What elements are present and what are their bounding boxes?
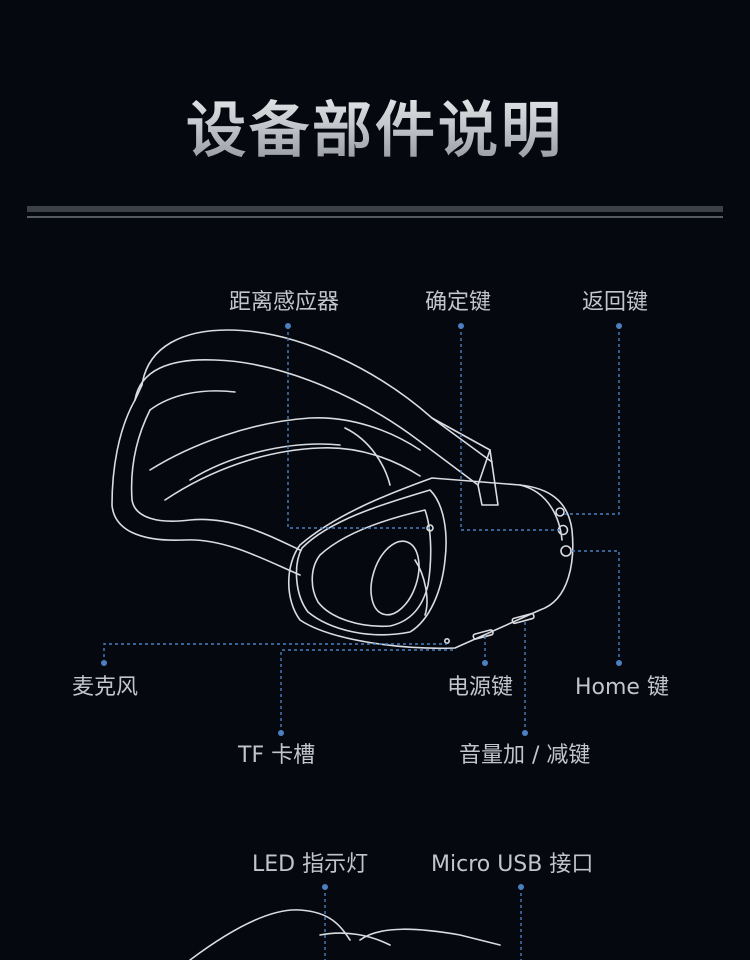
dot-home-key [616,660,622,666]
dot-power-key [482,660,488,666]
label-confirm-key: 确定键 [425,290,492,315]
label-led-indicator: LED 指示灯 [252,852,369,877]
dot-confirm-key [458,323,464,329]
label-proximity-sensor: 距离感应器 [229,290,340,315]
label-volume-key: 音量加 / 减键 [459,743,591,768]
leader-proximity-sensor [287,326,430,529]
leader-confirm-key [460,326,560,531]
divider-thin [27,216,723,218]
leader-home-key [570,550,620,663]
dot-micro-usb [518,884,524,890]
divider [27,206,723,212]
leader-tf-slot [280,649,455,733]
leader-lines [103,326,620,960]
dot-volume-key [522,730,528,736]
dot-led-indicator [322,884,328,890]
label-tf-slot: TF 卡槽 [238,743,316,768]
label-home-key: Home 键 [575,675,669,700]
label-micro-usb: Micro USB 接口 [431,852,594,877]
label-microphone: 麦克风 [72,675,139,700]
headset-line-art [111,329,574,960]
leader-microphone [103,643,447,663]
dot-microphone [101,660,107,666]
dot-back-key [616,323,622,329]
label-power-key: 电源键 [447,675,514,700]
label-back-key: 返回键 [582,290,649,315]
dot-proximity-sensor [285,323,291,329]
dot-tf-slot [278,730,284,736]
leader-dots [101,323,622,890]
page-title: 设备部件说明 [0,82,750,169]
leader-back-key [562,326,620,515]
